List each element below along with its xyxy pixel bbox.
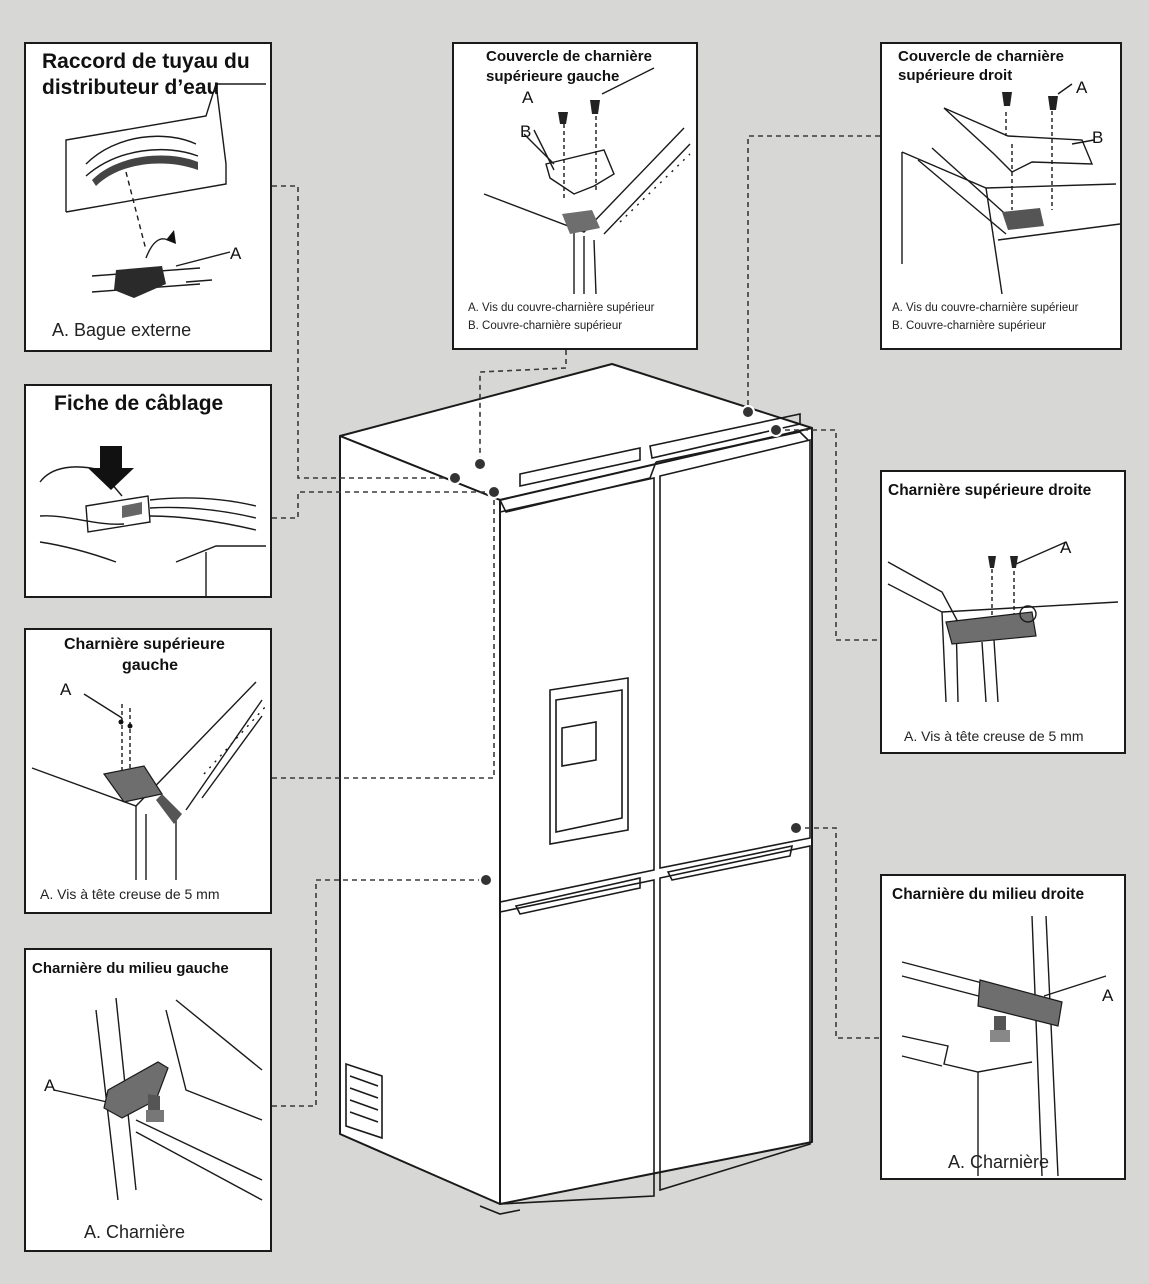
panel-top-left-hinge-cover: Couvercle de charnière supérieure gauche… [452, 42, 698, 350]
top-left-hinge-illustration [31, 681, 267, 880]
top-left-cover-caption-a: A. Vis du couvre-charnière supérieur [468, 302, 655, 314]
middle-right-hinge-title: Charnière du milieu droite [892, 886, 1085, 903]
top-left-cover-label-a: A [522, 88, 534, 107]
panel-top-left-hinge: Charnière supérieure gauche A A. Vis à t… [24, 628, 272, 914]
water-line-title-line2: distributeur d’eau [42, 76, 220, 99]
middle-right-hinge-label-a: A [1102, 986, 1114, 1005]
top-left-cover-title-line2: supérieure gauche [486, 68, 620, 85]
top-left-hinge-cover-illustration [483, 67, 691, 295]
panel-middle-right-hinge: Charnière du milieu droite A A. Charnièr… [880, 874, 1126, 1180]
top-left-hinge-caption: A. Vis à tête creuse de 5 mm [40, 886, 220, 902]
middle-left-hinge-illustration [53, 997, 263, 1201]
middle-right-hinge-illustration [901, 915, 1107, 1177]
panel-wiring-plug: Fiche de câblage [24, 384, 272, 598]
panel-middle-left-hinge: Charnière du milieu gauche A A. Charnièr… [24, 948, 272, 1252]
middle-left-hinge-label-a: A [44, 1076, 56, 1095]
wiring-plug-illustration [39, 446, 266, 596]
panel-water-line-connector: Raccord de tuyau du distributeur d’eau A… [24, 42, 272, 352]
top-right-cover-caption-b: B. Couvre-charnière supérieur [892, 320, 1047, 332]
top-right-cover-title-line2: supérieure droit [898, 67, 1013, 84]
top-left-hinge-label-a: A [60, 680, 72, 699]
top-right-hinge-caption: A. Vis à tête creuse de 5 mm [904, 728, 1084, 744]
water-line-caption: A. Bague externe [52, 320, 192, 340]
top-right-cover-title-line1: Couvercle de charnière [898, 48, 1064, 65]
panel-top-right-hinge: Charnière supérieure droite A A. Vis à t… [880, 470, 1126, 754]
top-left-hinge-title-line2: gauche [122, 657, 179, 674]
middle-left-hinge-caption: A. Charnière [84, 1222, 186, 1242]
top-right-hinge-title: Charnière supérieure droite [888, 482, 1092, 499]
top-right-cover-caption-a: A. Vis du couvre-charnière supérieur [892, 302, 1079, 314]
top-left-cover-label-b: B [520, 122, 532, 141]
middle-left-hinge-title: Charnière du milieu gauche [32, 960, 229, 977]
top-right-cover-label-b: B [1092, 128, 1104, 147]
wiring-plug-title: Fiche de câblage [54, 392, 224, 415]
water-line-connector-illustration [65, 83, 266, 298]
top-right-hinge-label-a: A [1060, 538, 1072, 557]
top-right-hinge-cover-illustration [901, 83, 1120, 295]
panel-top-right-hinge-cover: Couvercle de charnière supérieure droit … [880, 42, 1122, 350]
top-right-cover-label-a: A [1076, 78, 1088, 97]
water-line-label-a: A [230, 244, 242, 263]
top-left-hinge-title-line1: Charnière supérieure [64, 636, 225, 653]
middle-right-hinge-caption: A. Charnière [948, 1152, 1050, 1172]
top-right-hinge-illustration [887, 541, 1119, 703]
water-line-title-line1: Raccord de tuyau du [42, 50, 250, 73]
top-left-cover-caption-b: B. Couvre-charnière supérieur [468, 320, 623, 332]
top-left-cover-title-line1: Couvercle de charnière [486, 48, 652, 65]
